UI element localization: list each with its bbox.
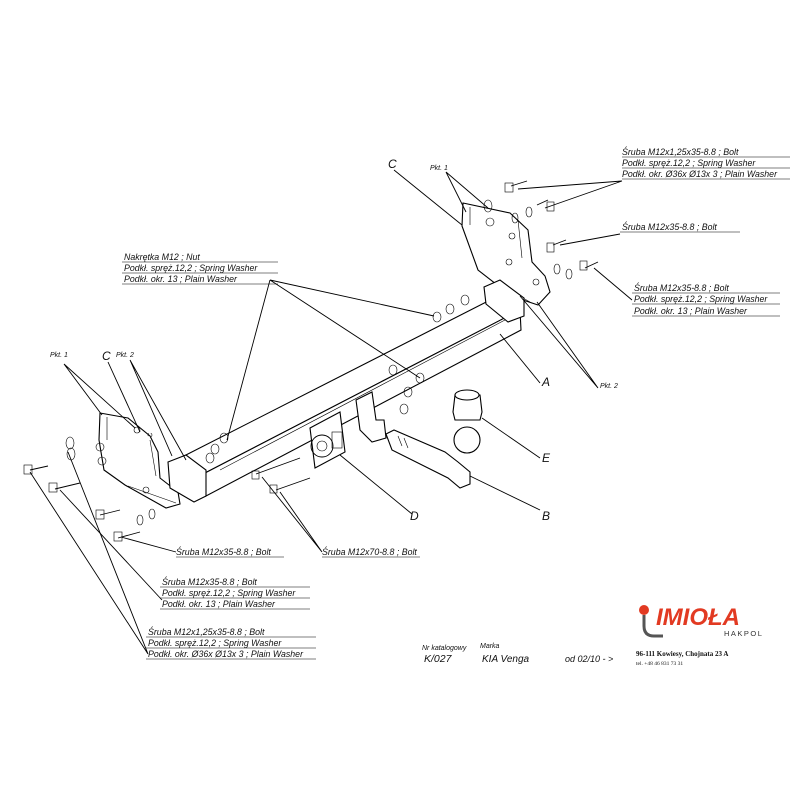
callout-line: Podkł. okr. Ø36x Ø13x 3 ; Plain Washer <box>148 649 304 659</box>
callout-line: Podkł. spręż.12,2 ; Spring Washer <box>162 588 296 598</box>
catalog-value: K/027 <box>424 653 453 665</box>
part-letter-a: A <box>541 375 550 389</box>
callout-line: Śruba M12x70-8.8 ; Bolt <box>322 546 417 557</box>
callout-line: Podkł. okr. 13 ; Plain Washer <box>124 274 238 284</box>
catalog-label: Nr katalogowy <box>422 645 467 652</box>
callout-line: Nakrętka M12 ; Nut <box>124 252 200 262</box>
part-letter-c-top: C <box>388 157 397 171</box>
callout-top-right-bolt: Śruba M12x1,25x35-8.8 ; Bolt Podkł. sprę… <box>622 146 778 179</box>
callout-underlines <box>122 156 790 660</box>
drawing-geometry <box>23 156 790 660</box>
callout-line: Śruba M12x1,25x35-8.8 ; Bolt <box>148 626 265 637</box>
company-logo-name: IMIOŁA <box>656 604 740 631</box>
callout-bottom-bolt-single: Śruba M12x35-8.8 ; Bolt <box>176 546 271 557</box>
brand-value: KIA Venga <box>482 654 530 665</box>
callout-line: Podkł. okr. Ø36x Ø13x 3 ; Plain Washer <box>622 169 778 179</box>
callout-line: Podkł. spręż.12,2 ; Spring Washer <box>622 158 756 168</box>
point-label-pkt2-right: Pkt. 2 <box>600 383 618 390</box>
part-letter-d: D <box>410 509 419 523</box>
callout-line: Podkł. spręż.12,2 ; Spring Washer <box>148 638 282 648</box>
left-bracket <box>95 412 181 509</box>
callout-line: Śruba M12x1,25x35-8.8 ; Bolt <box>622 146 739 157</box>
callout-right-bolt-set: Śruba M12x35-8.8 ; Bolt Podkł. spręż.12,… <box>634 282 768 316</box>
company-address: 96-111 Kowiesy, Chojnata 23 A <box>636 650 728 658</box>
company-logo-sub: HAKPOL <box>724 629 763 638</box>
callout-bottom-bolt-fine: Śruba M12x1,25x35-8.8 ; Bolt Podkł. sprę… <box>148 626 304 659</box>
point-markers: Pkt. 1 Pkt. 1 Pkt. 2 Pkt. 2 <box>50 165 618 390</box>
hook-logo-icon <box>639 605 663 638</box>
mount-plate <box>309 391 387 469</box>
part-letter-e: E <box>542 451 551 465</box>
callout-line: Podkł. okr. 13 ; Plain Washer <box>634 306 748 316</box>
point-label-pkt1-top: Pkt. 1 <box>430 165 448 172</box>
part-letter-b: B <box>542 509 550 523</box>
date-value: od 02/10 - > <box>565 654 613 664</box>
point-label-pkt2-left: Pkt. 2 <box>116 352 134 359</box>
part-letter-c-left: C <box>102 349 111 363</box>
towball <box>385 389 483 489</box>
callout-bottom-bolt-set: Śruba M12x35-8.8 ; Bolt Podkł. spręż.12,… <box>162 576 296 609</box>
part-letters: C C A E B D <box>102 157 551 523</box>
brand-label: Marka <box>480 643 500 650</box>
company-block: IMIOŁA HAKPOL 96-111 Kowiesy, Chojnata 2… <box>636 604 763 667</box>
callout-line: Podkł. okr. 13 ; Plain Washer <box>162 599 276 609</box>
callout-line: Śruba M12x35-8.8 ; Bolt <box>162 576 257 587</box>
callout-line: Śruba M12x35-8.8 ; Bolt <box>176 546 271 557</box>
callout-line: Podkł. spręż.12,2 ; Spring Washer <box>124 263 258 273</box>
callout-line: Śruba M12x35-8.8 ; Bolt <box>622 221 717 232</box>
callout-nut-set: Nakrętka M12 ; Nut Podkł. spręż.12,2 ; S… <box>124 252 258 284</box>
leader-lines <box>29 169 633 655</box>
title-block: Nr katalogowy K/027 Marka KIA Venga od 0… <box>422 643 613 665</box>
point-label-pkt1-left: Pkt. 1 <box>50 352 68 359</box>
company-phone: tel. +48 46 831 73 31 <box>636 661 683 667</box>
callout-right-bolt-single: Śruba M12x35-8.8 ; Bolt <box>622 221 717 232</box>
callout-line: Podkł. spręż.12,2 ; Spring Washer <box>634 294 768 304</box>
callout-line: Śruba M12x35-8.8 ; Bolt <box>634 282 729 293</box>
fasteners <box>23 180 599 542</box>
callout-bottom-bolt-m70: Śruba M12x70-8.8 ; Bolt <box>322 546 417 557</box>
